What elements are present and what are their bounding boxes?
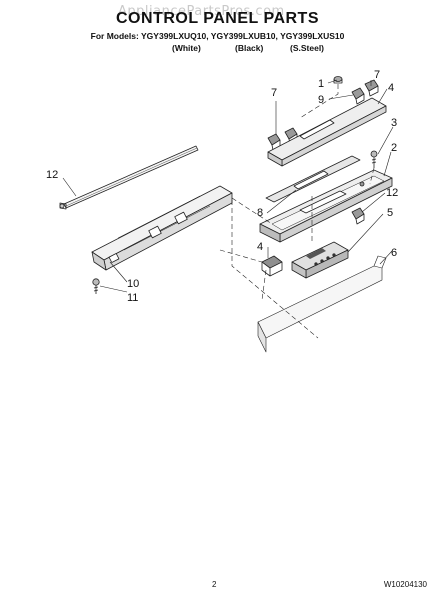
callout-2: 2	[391, 142, 397, 154]
part-4-trim-top	[267, 97, 387, 167]
part-11-screw	[92, 278, 100, 294]
callout-3: 3	[391, 117, 397, 129]
part-9-knobs	[284, 87, 365, 145]
document-number: W10204130	[383, 580, 427, 589]
callout-12-left: 12	[46, 169, 58, 181]
callout-4-lower: 4	[257, 241, 263, 253]
part-8-overlay	[265, 155, 361, 203]
watermark: AppliancePartsPros.com	[118, 4, 285, 19]
part-6-panel-housing	[257, 255, 387, 353]
page-title: CONTROL PANEL PARTS	[116, 10, 319, 27]
page-number: 2	[212, 580, 217, 589]
part-7-clip-right	[364, 79, 379, 97]
part-2-control-panel	[259, 169, 393, 243]
finish-label-white: (White)	[172, 43, 201, 53]
callout-12-right: 12	[386, 187, 398, 199]
callout-11: 11	[127, 292, 138, 304]
callout-8: 8	[257, 207, 263, 219]
part-4-knob	[261, 255, 283, 277]
callout-6: 6	[391, 247, 397, 259]
part-10-bracket	[91, 185, 233, 271]
callout-10: 10	[127, 278, 139, 290]
callout-5: 5	[387, 207, 393, 219]
part-5-control-board	[291, 241, 349, 279]
callout-7-left: 7	[271, 87, 277, 99]
part-3-screw	[370, 150, 378, 168]
models-line: For Models: YGY399LXUQ10, YGY399LXUB10, …	[90, 31, 345, 41]
part-12-rod	[59, 145, 199, 210]
alignment-lines	[219, 84, 375, 339]
part-1-fastener	[333, 76, 343, 84]
finish-label-steel: (S.Steel)	[290, 43, 325, 53]
part-12-clip	[351, 207, 365, 225]
callout-7-right: 7	[374, 69, 380, 81]
finish-label-black: (Black)	[235, 43, 264, 53]
callout-1: 1	[318, 78, 324, 90]
callout-4-top: 4	[388, 82, 394, 94]
callout-9: 9	[318, 94, 324, 106]
leader-lines	[62, 79, 394, 293]
